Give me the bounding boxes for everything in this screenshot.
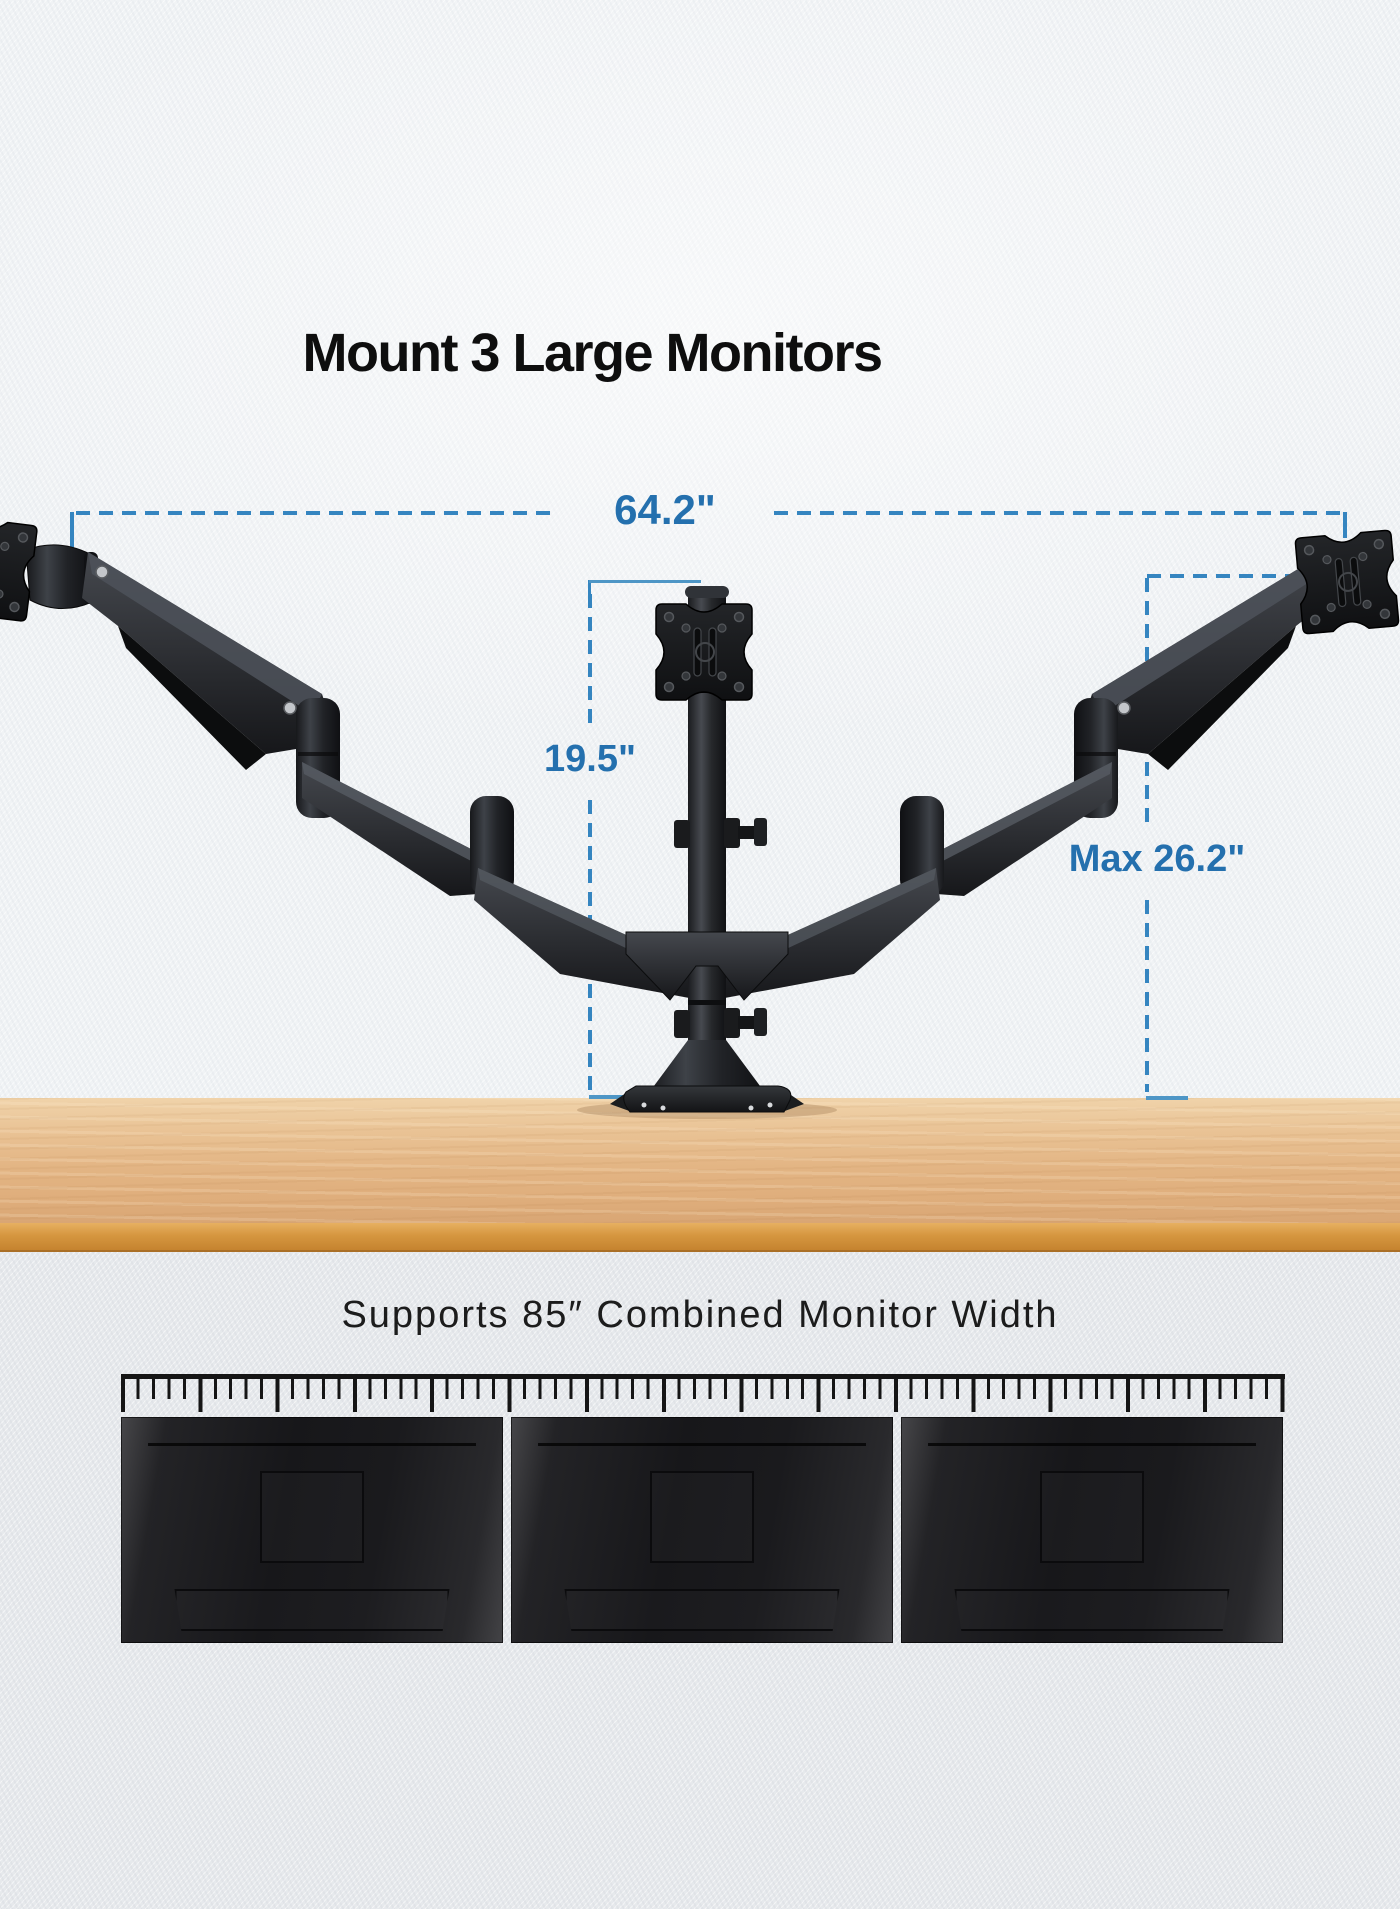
desk-base [610, 1040, 804, 1113]
monitor-vesa-area [650, 1471, 754, 1563]
right-vesa-plate [1293, 528, 1400, 636]
width-dimension-label: 64.2" [614, 486, 716, 533]
right-arm [713, 544, 1389, 1001]
monitor-back-1 [121, 1417, 503, 1643]
page-title: Mount 3 Large Monitors [302, 323, 883, 383]
width-dim-dash-left [76, 511, 558, 515]
width-dim-right-end [1343, 512, 1347, 538]
monitor-port-panel [564, 1589, 840, 1631]
desk-surface [0, 1098, 1400, 1223]
arm-dim-top-dash [1147, 574, 1317, 578]
arm-extension-label: Max 26.2" [1068, 838, 1246, 880]
pole-dim-top-arm [589, 580, 701, 583]
monitor-back-3 [901, 1417, 1283, 1643]
pole-dim-bottom-foot [589, 1095, 639, 1099]
desk-front-edge [0, 1223, 1400, 1252]
width-dim-left-end [70, 512, 74, 568]
monitor-vent-line [147, 1443, 477, 1446]
wall-background [0, 0, 1400, 1098]
monitor-port-panel [954, 1589, 1230, 1631]
lower-clamp-knob [674, 1008, 767, 1038]
upper-clamp-knob [674, 818, 767, 848]
triple-monitor-mount-illustration [0, 513, 1400, 1119]
arm-dim-bottom-foot [1146, 1096, 1188, 1100]
pole-dim-dash-upper [588, 594, 592, 730]
width-dim-dash-right [774, 511, 1343, 515]
monitor-vesa-area [1040, 1471, 1144, 1563]
monitor-vesa-area [260, 1471, 364, 1563]
arm-collar [625, 931, 789, 1001]
arm-dim-dash-lower [1145, 900, 1149, 1092]
monitor-vent-line [927, 1443, 1257, 1446]
monitor-vent-line [537, 1443, 867, 1446]
pole-height-label: 19.5" [544, 738, 636, 780]
supported-width-caption: Supports 85″ Combined Monitor Width [341, 1294, 1059, 1336]
monitor-back-2 [511, 1417, 893, 1643]
monitor-port-panel [174, 1589, 450, 1631]
pole-dim-top-stub [588, 580, 591, 594]
monitor-row [121, 1417, 1283, 1643]
center-vesa-plate [655, 603, 753, 701]
ruler-scale [121, 1374, 1285, 1412]
left-arm [25, 544, 701, 1001]
